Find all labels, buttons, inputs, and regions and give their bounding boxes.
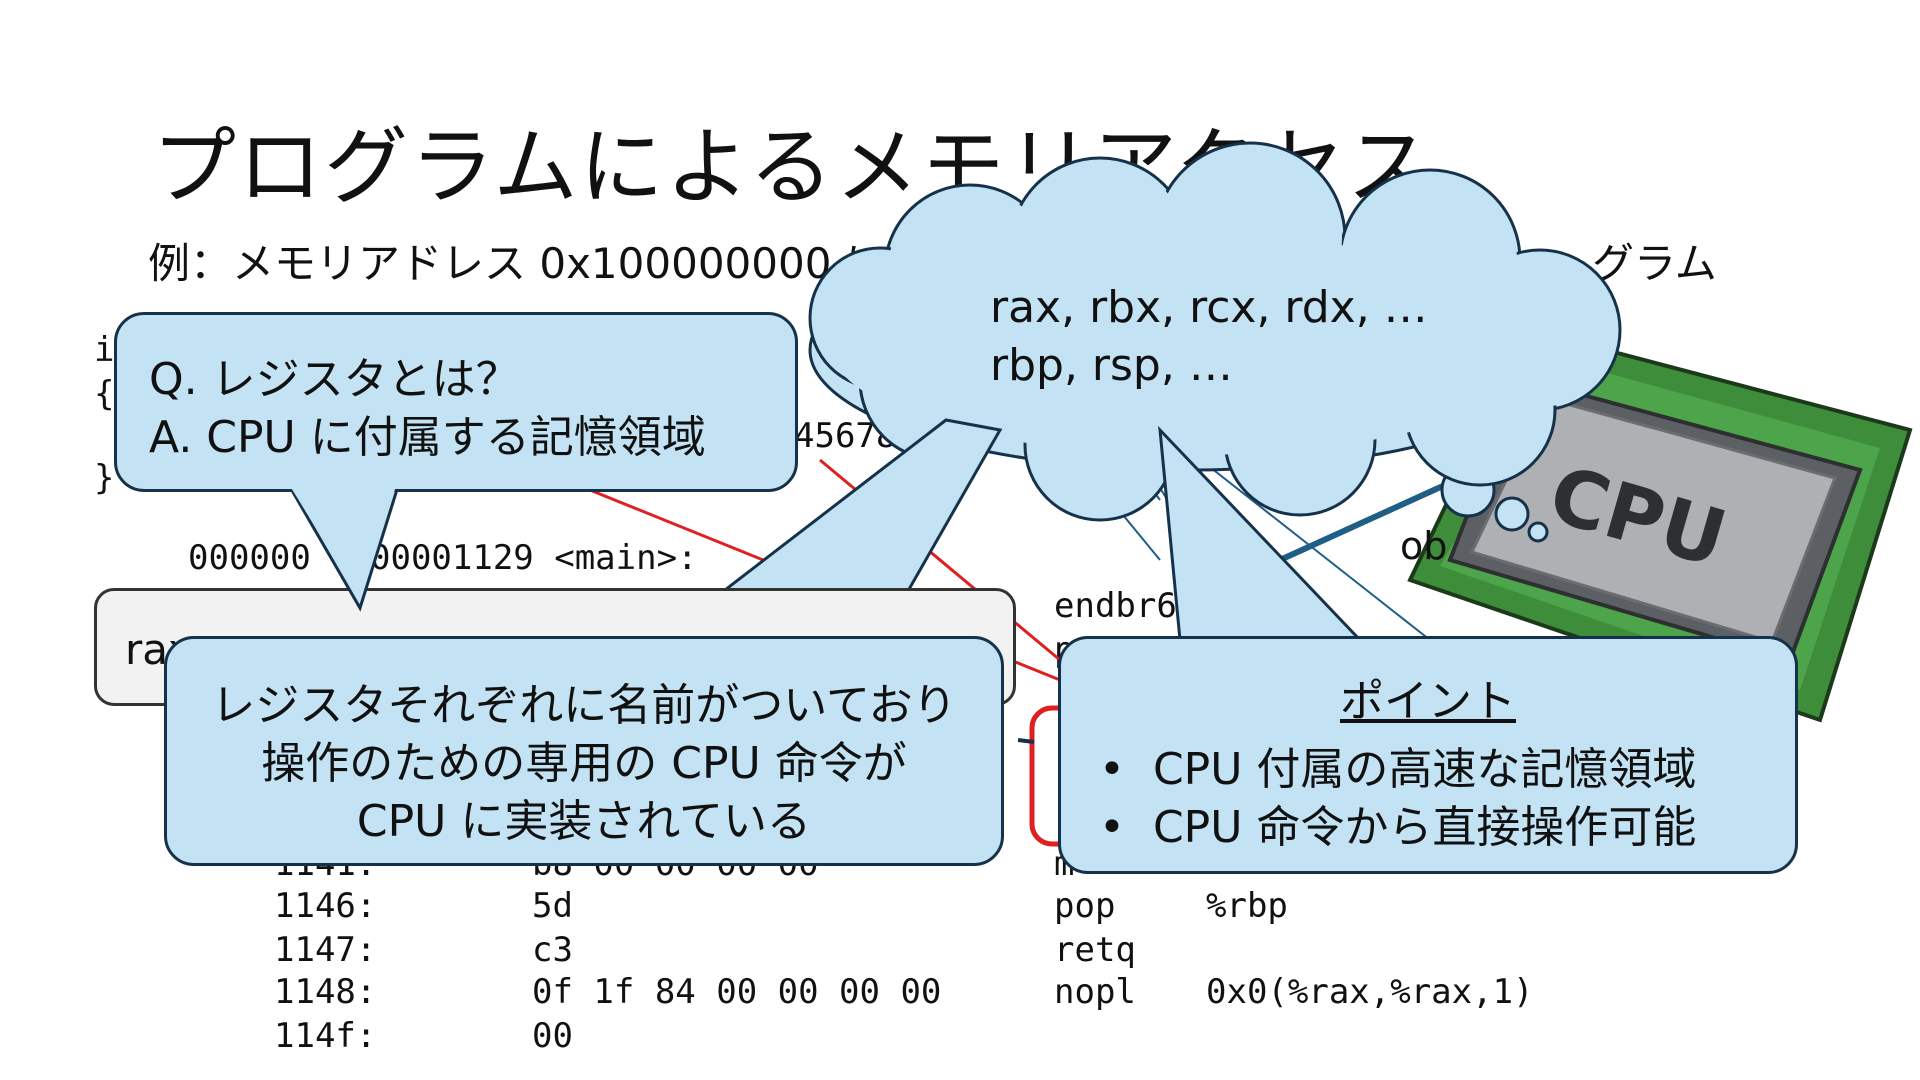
naming-line-3: CPU に実装されている: [356, 796, 812, 847]
bullet-dot-icon: •: [1099, 744, 1153, 795]
disasm-row-operand: %rbp: [1206, 886, 1288, 926]
bullet-dot-icon: •: [1099, 802, 1153, 853]
slide-subtitle-tail: グラム: [1592, 239, 1717, 288]
code-line-4: }: [94, 458, 115, 498]
qa-answer: A. CPU に付属する記憶領域: [149, 412, 706, 463]
disasm-row-mnemonic: pop: [1054, 886, 1116, 926]
disasm-row-addr: 1147:: [274, 930, 377, 970]
point-heading: ポイント: [1340, 676, 1516, 727]
thought-circle: [1494, 496, 1530, 532]
point-bullet-text: CPU 命令から直接操作可能: [1152, 802, 1697, 853]
qa-bubble: Q. レジスタとは？ A. CPU に付属する記憶領域: [114, 312, 798, 492]
disasm-row-mnemonic: nopl: [1054, 972, 1136, 1012]
cloud-inner-fill: [813, 146, 1617, 517]
naming-bubble: レジスタそれぞれに名前がついており 操作のための専用の CPU 命令が CPU …: [164, 636, 1004, 866]
disasm-row-addr: 1146:: [274, 886, 377, 926]
cpu-side-text: ob: [1400, 524, 1448, 568]
point-bullet-item: • CPU 付属の高速な記憶領域: [1099, 733, 1696, 797]
cpu-chip-icon: CPU: [1407, 327, 1913, 723]
connector-line: [1017, 738, 1035, 744]
cloud-line-1: rax, rbx, rcx, rdx, …: [990, 282, 1428, 333]
disasm-row-bytes: 0f 1f 84 00 00 00 00: [532, 972, 942, 1012]
disasm-row-addr: 114f:: [274, 1016, 377, 1056]
disasm-row-bytes: 5d: [532, 886, 573, 926]
disasm-endbr: endbr6: [1054, 586, 1177, 626]
disasm-row-mnemonic: retq: [1054, 930, 1136, 970]
cloud-line-2: rbp, rsp, …: [990, 340, 1233, 391]
thought-circle: [1527, 521, 1549, 543]
qa-question: Q. レジスタとは？: [149, 354, 520, 405]
slide-subtitle: 例：メモリアドレス 0x100000000 に: [148, 239, 887, 288]
disasm-row-bytes: 00: [532, 1016, 573, 1056]
code-line-2: {: [94, 374, 115, 414]
code-line-1: i: [94, 330, 115, 370]
disasm-row-bytes: c3: [532, 930, 573, 970]
disasm-row-operand: 0x0(%rax,%rax,1): [1206, 972, 1534, 1012]
naming-line-2: 操作のための専用の CPU 命令が: [261, 738, 907, 789]
point-bullet-text: CPU 付属の高速な記憶領域: [1152, 744, 1697, 795]
disasm-row-addr: 1148:: [274, 972, 377, 1012]
point-bullet-item: • CPU 命令から直接操作可能: [1099, 791, 1696, 855]
point-bubble: ポイント • CPU 付属の高速な記憶領域 • CPU 命令から直接操作可能: [1058, 636, 1798, 874]
naming-line-1: レジスタそれぞれに名前がついており: [211, 680, 957, 731]
